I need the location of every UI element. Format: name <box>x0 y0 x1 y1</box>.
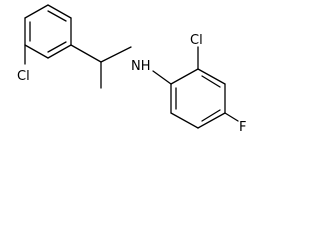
bond <box>152 70 172 85</box>
bond <box>47 4 72 19</box>
atom-label-cl-right: Cl <box>190 33 203 48</box>
right-ring <box>170 68 226 129</box>
bond <box>24 4 49 19</box>
bond <box>170 68 199 85</box>
double-bond-inner <box>47 41 67 53</box>
fluoro-bond <box>224 112 239 122</box>
atom-label-cl-left: Cl <box>17 69 30 84</box>
bond <box>197 112 226 129</box>
double-bond-inner <box>201 109 221 122</box>
atom-label-f: F <box>239 120 246 135</box>
bond <box>47 44 72 59</box>
ethyl-linker <box>70 44 132 89</box>
double-bond-inner <box>47 10 67 22</box>
bond <box>70 44 102 63</box>
bond <box>170 112 199 129</box>
double-bond-inner <box>201 75 221 88</box>
bond <box>100 46 132 63</box>
bond <box>197 68 226 85</box>
atom-label-nh: NH <box>131 59 151 74</box>
amine-bonds <box>152 70 172 85</box>
molecule-drawing: Cl NH Cl F <box>17 4 247 135</box>
bond <box>224 112 239 122</box>
left-ring <box>24 4 72 59</box>
bond <box>24 44 49 59</box>
